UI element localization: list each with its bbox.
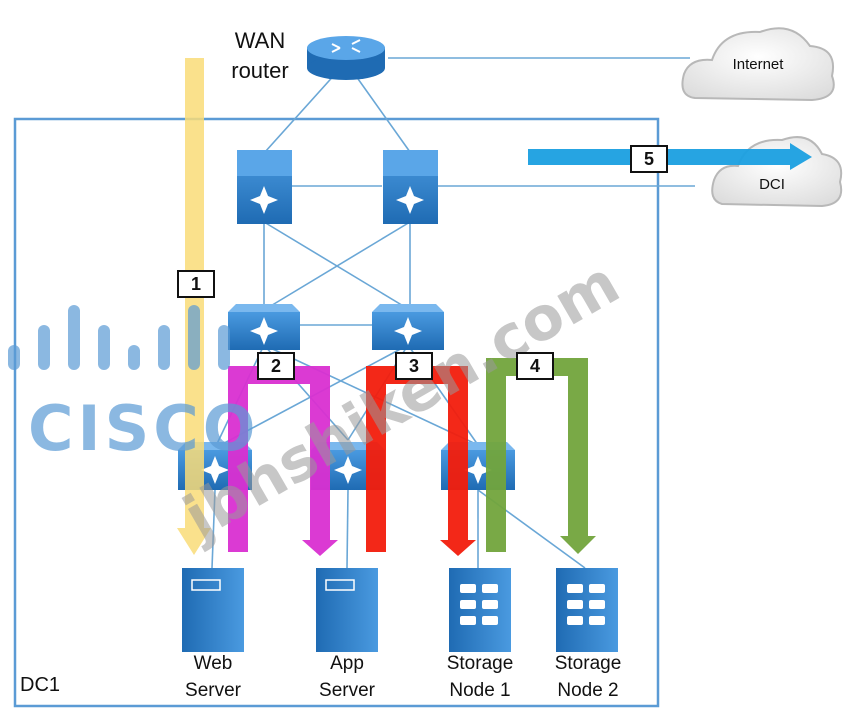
flow-4-arrow: [486, 358, 596, 554]
web-server-label: Web Server: [168, 650, 258, 704]
app-server-label: App Server: [302, 650, 392, 704]
internet-label: Internet: [732, 56, 784, 73]
flow-5-number: 5: [630, 145, 668, 173]
cisco-logo-watermark: [8, 305, 230, 370]
flow-5-arrow: [528, 143, 812, 170]
storage-node-1-label-line2: Node 1: [449, 680, 511, 701]
web-server-label-line1: Web: [193, 653, 233, 674]
web-server-icon: [182, 568, 244, 652]
storage-node-2-label-line2: Node 2: [557, 680, 619, 701]
core-switch-icon: [383, 150, 438, 224]
storage-node-2-icon: [556, 568, 618, 652]
cisco-wordmark-watermark: CISCO: [28, 392, 259, 465]
wan-router-icon: [307, 36, 385, 80]
storage-node-1-icon: [449, 568, 511, 652]
flow-4-number: 4: [516, 352, 554, 380]
aggregation-switch-icon: [228, 304, 300, 350]
storage-node-2-label: Storage Node 2: [540, 650, 636, 704]
flow-3-arrow: [366, 366, 476, 556]
app-server-icon: [316, 568, 378, 652]
core-switch-icon: [237, 150, 292, 224]
internet-cloud: [681, 27, 835, 102]
wan-router-label-line2: router: [231, 58, 289, 83]
app-server-label-line1: App: [330, 653, 364, 674]
storage-node-1-label-line1: Storage: [446, 653, 514, 674]
flow-2-arrow: [228, 366, 338, 556]
web-server-label-line2: Server: [185, 680, 241, 701]
dci-label: DCI: [759, 176, 785, 193]
flow-1-number: 1: [177, 270, 215, 298]
wan-router-label-line1: WAN: [234, 28, 286, 53]
app-server-label-line2: Server: [319, 680, 375, 701]
storage-node-1-label: Storage Node 1: [432, 650, 528, 704]
wan-router-label: WAN router: [220, 26, 300, 86]
storage-node-2-label-line1: Storage: [554, 653, 622, 674]
flow-2-number: 2: [257, 352, 295, 380]
dc1-boundary: [13, 117, 660, 708]
aggregation-switch-icon: [372, 304, 444, 350]
dc1-label: DC1: [20, 674, 61, 696]
dci-cloud: [711, 136, 843, 208]
flow-3-number: 3: [395, 352, 433, 380]
